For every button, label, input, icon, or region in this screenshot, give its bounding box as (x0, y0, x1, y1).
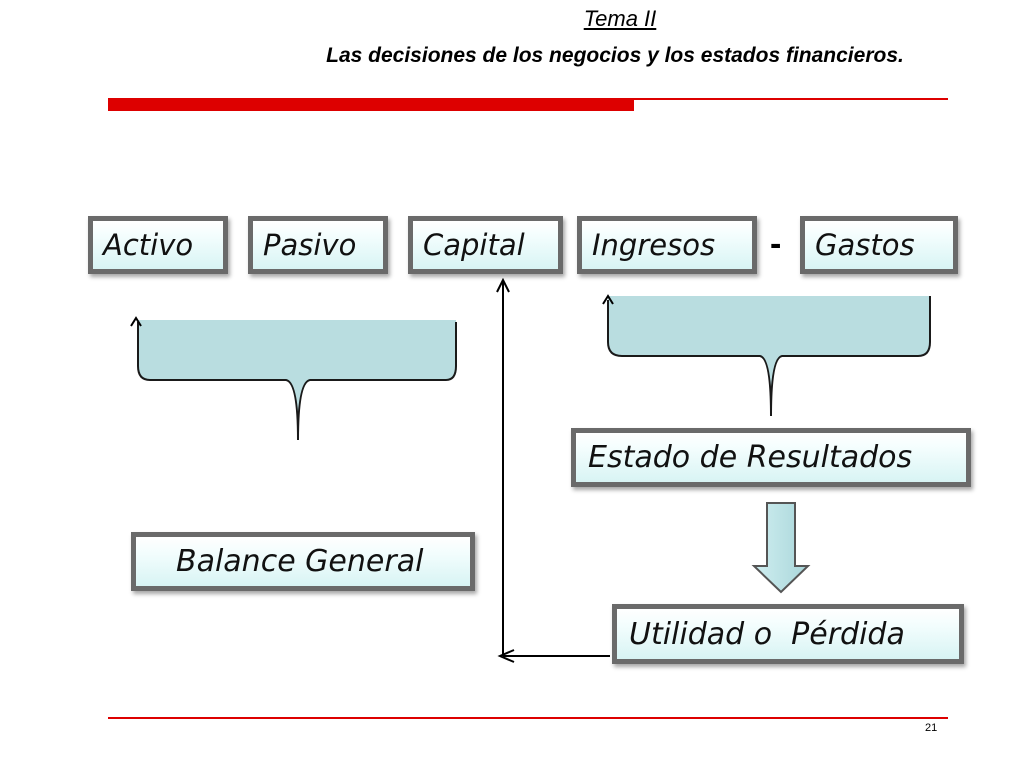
box-utilidad-perdida: Utilidad o Pérdida (612, 604, 964, 664)
page-title: Las decisiones de los negocios y los est… (326, 44, 904, 67)
box-estado-resultados-label: Estado de Resultados (588, 440, 913, 475)
box-balance-general: Balance General (131, 532, 475, 591)
utilidad-connector-arrowhead (497, 649, 515, 663)
left-brace-outline (137, 322, 457, 441)
left-brace (138, 320, 456, 440)
box-capital-label: Capital (423, 228, 525, 262)
box-pasivo: Pasivo (248, 216, 388, 274)
box-gastos: Gastos (800, 216, 958, 274)
box-capital: Capital (408, 216, 563, 274)
box-utilidad-perdida-label: Utilidad o Pérdida (629, 616, 905, 652)
box-gastos-label: Gastos (815, 228, 915, 262)
right-brace-arrow (602, 294, 614, 305)
left-brace-arrow (130, 316, 142, 327)
box-activo: Activo (88, 216, 228, 274)
box-pasivo-label: Pasivo (263, 228, 357, 262)
right-brace (608, 296, 930, 416)
minus-operator: - (770, 225, 782, 263)
red-accent-bar (108, 98, 634, 111)
right-brace-outline (607, 296, 931, 417)
header-tema: Tema II (583, 6, 657, 31)
capital-arrowhead (496, 277, 510, 293)
box-ingresos-label: Ingresos (592, 228, 716, 262)
box-activo-label: Activo (103, 228, 194, 262)
down-block-arrow (751, 502, 811, 594)
top-divider (634, 98, 948, 100)
bottom-divider (108, 717, 948, 719)
box-balance-general-label: Balance General (176, 544, 424, 579)
box-ingresos: Ingresos (577, 216, 757, 274)
page-number: 21 (925, 722, 938, 734)
box-estado-resultados: Estado de Resultados (571, 428, 971, 487)
